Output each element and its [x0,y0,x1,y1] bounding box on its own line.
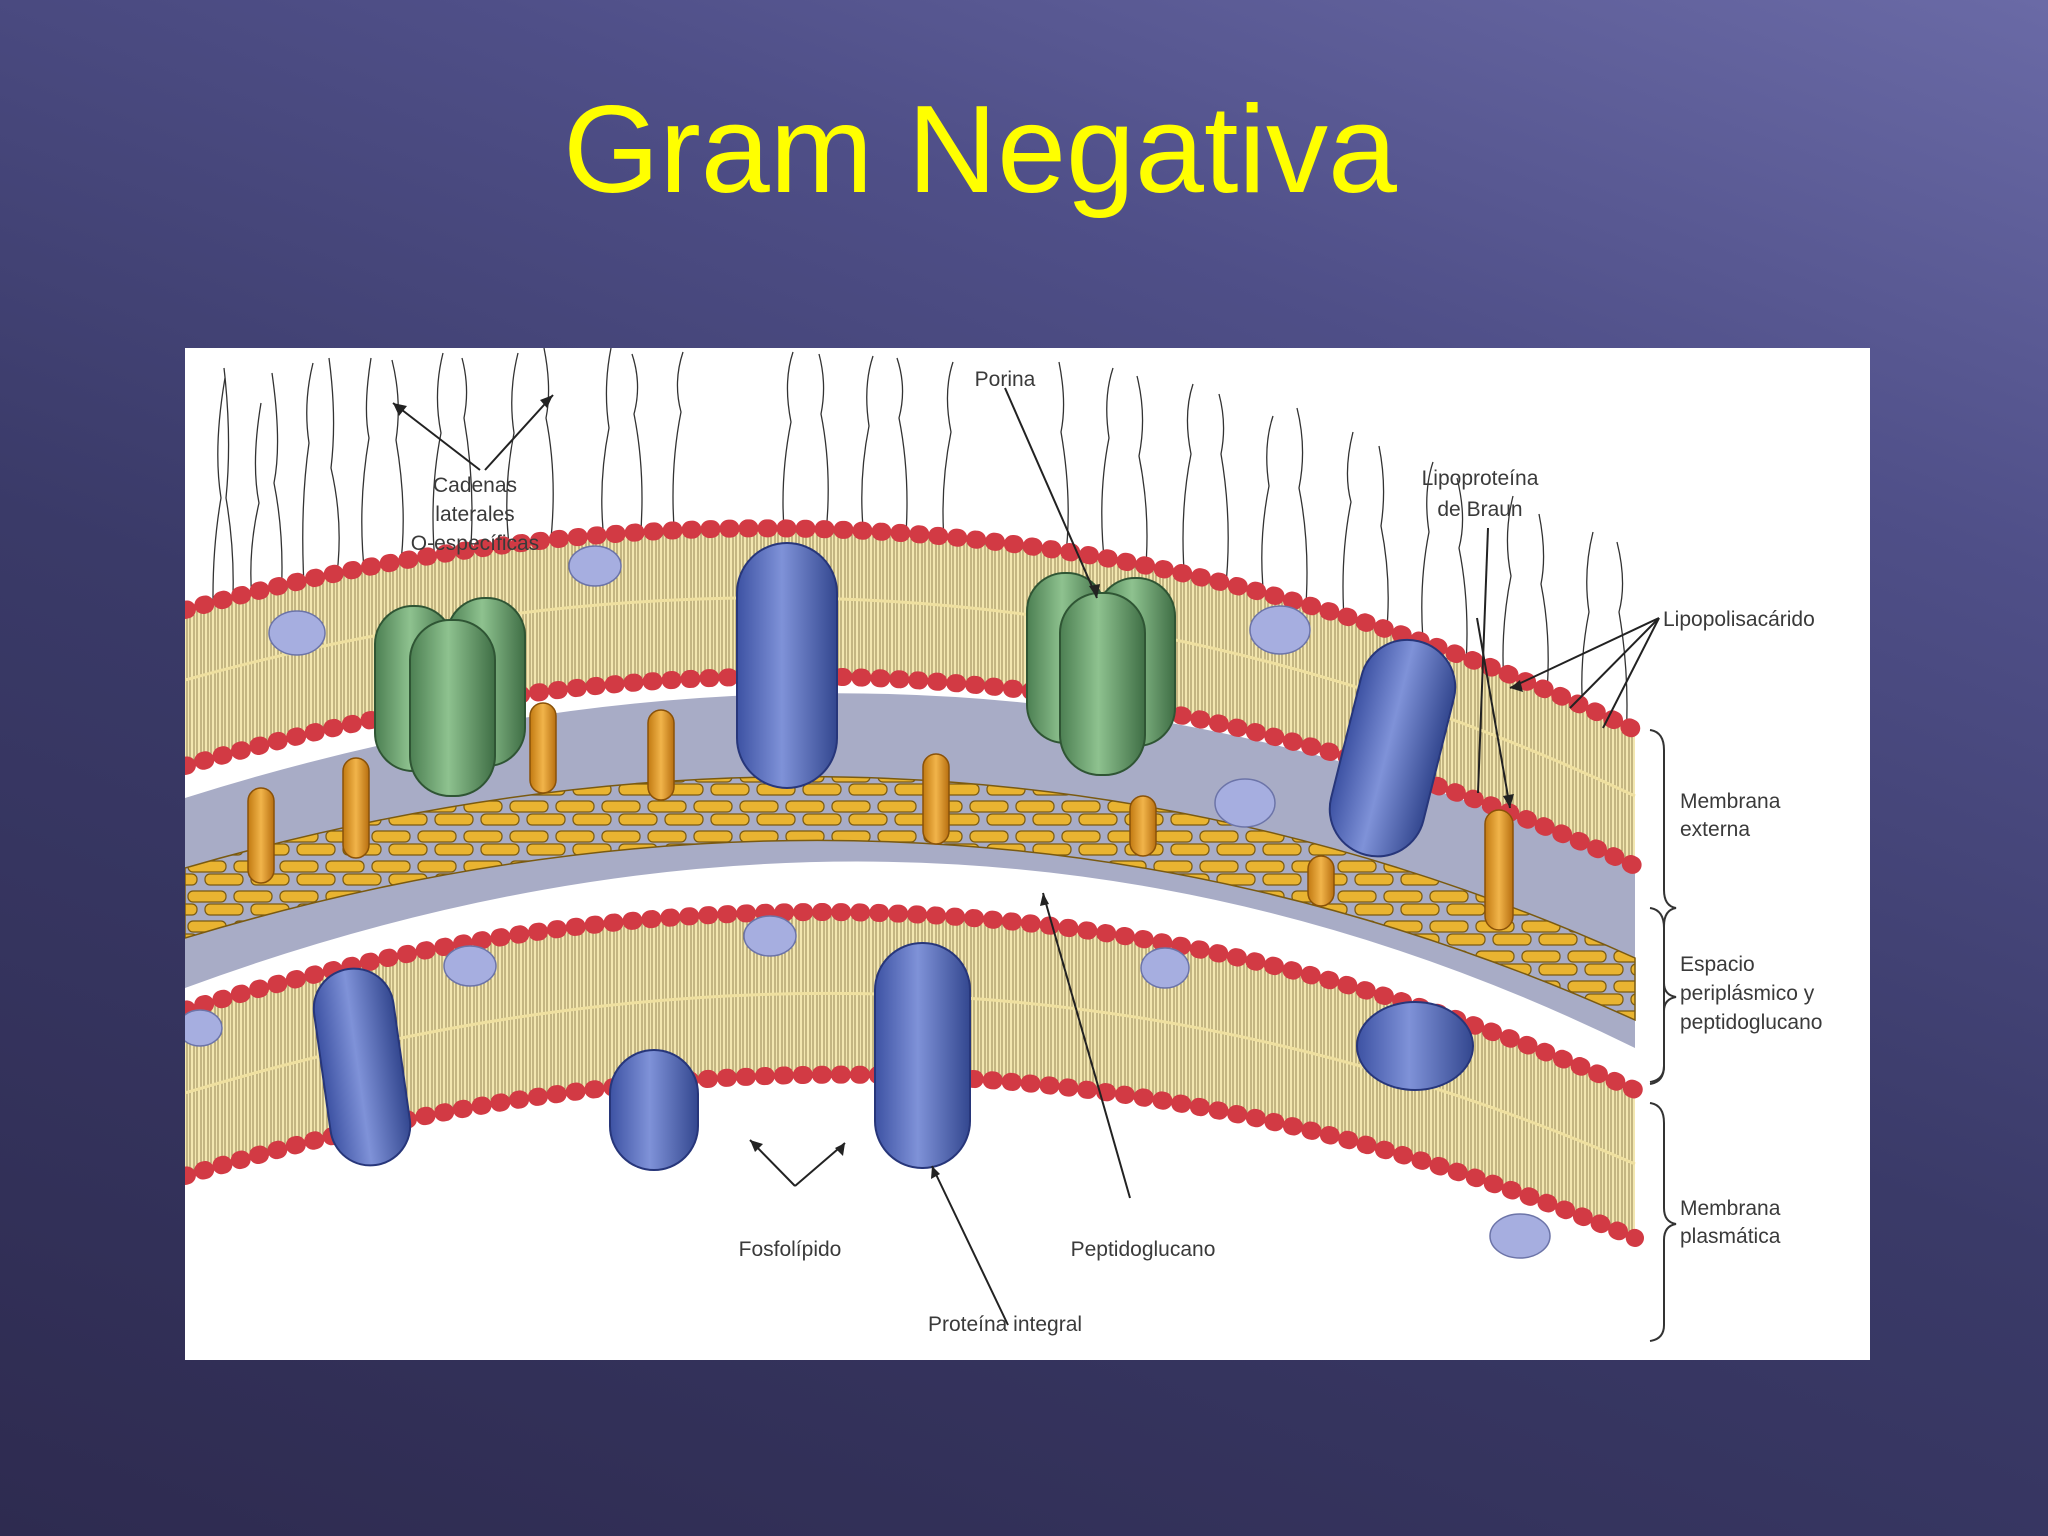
peptidoglycan-layer [185,775,1636,1022]
label-plasma-membrane-2: plasmática [1680,1225,1781,1248]
label-periplasm-3: peptidoglucano [1680,1011,1822,1034]
integral-protein-right [1356,1001,1474,1091]
outer-membrane-protein-center [736,542,838,789]
label-phospholipid: Fosfolípido [739,1238,842,1261]
label-outer-membrane-1: Membrana [1680,790,1781,813]
integral-protein-small [609,1049,699,1171]
layer-brackets [1649,729,1677,1342]
label-lps: Lipopolisacárido [1663,608,1815,631]
braun-lipoproteins [247,702,1514,931]
porin-right [1026,572,1176,776]
label-braun-2: de Braun [1437,498,1522,521]
label-o-chains-2: laterales [435,503,514,526]
porin-left [374,597,526,797]
peripheral-proteins [185,545,1551,1259]
label-o-chains-3: O-específicas [411,532,539,555]
label-outer-membrane-2: externa [1680,818,1750,841]
outer-membrane-protein-right [1328,638,1457,858]
membrane-diagram: Cadenas laterales O-específicas Porina L… [185,348,1870,1360]
label-integral-protein: Proteína integral [928,1313,1082,1336]
label-periplasm-2: periplásmico y [1680,982,1815,1005]
label-pointers [392,387,1660,1326]
pointer-arrowheads [393,395,1523,1179]
label-porin: Porina [975,368,1036,391]
label-braun-1: Lipoproteína [1422,467,1539,490]
label-periplasm-1: Espacio [1680,953,1755,976]
integral-protein-center [874,942,971,1169]
label-plasma-membrane-1: Membrana [1680,1197,1781,1220]
o-specific-chains [212,348,1628,753]
label-peptidoglycan: Peptidoglucano [1071,1238,1216,1261]
integral-protein-left [312,967,412,1167]
slide-title: Gram Negativa [563,81,1397,219]
label-o-chains-1: Cadenas [433,474,517,497]
